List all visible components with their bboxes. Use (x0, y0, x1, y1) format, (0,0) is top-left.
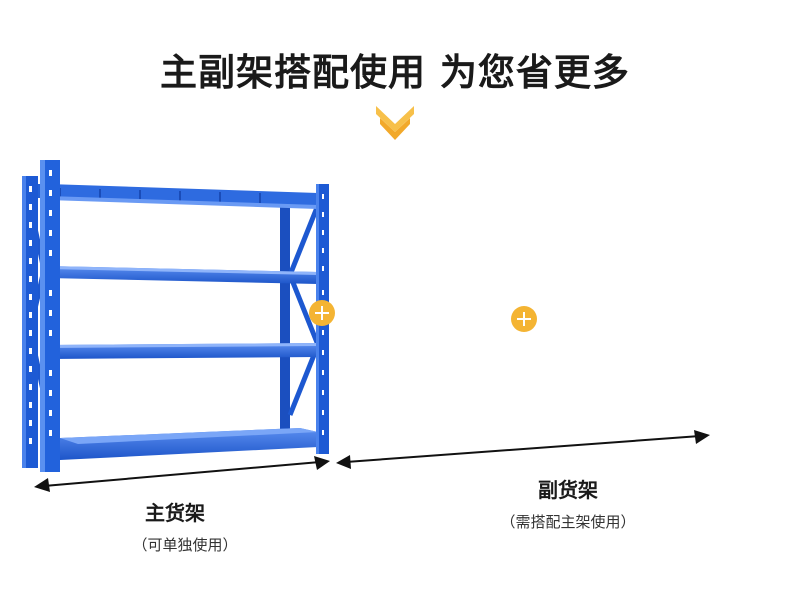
double-arrow-icon (336, 430, 710, 469)
double-arrow-icon (34, 456, 330, 492)
plus-icon (309, 300, 335, 326)
sub-rack-note: （需搭配主架使用） (500, 513, 636, 531)
main-rack-note: （可单独使用） (132, 536, 238, 554)
main-rack-title: 主货架 (145, 501, 205, 525)
chevron-down-icon (376, 106, 414, 140)
plus-icon (511, 306, 537, 332)
sub-rack-title: 副货架 (538, 478, 598, 502)
page-title: 主副架搭配使用 为您省更多 (160, 51, 630, 94)
